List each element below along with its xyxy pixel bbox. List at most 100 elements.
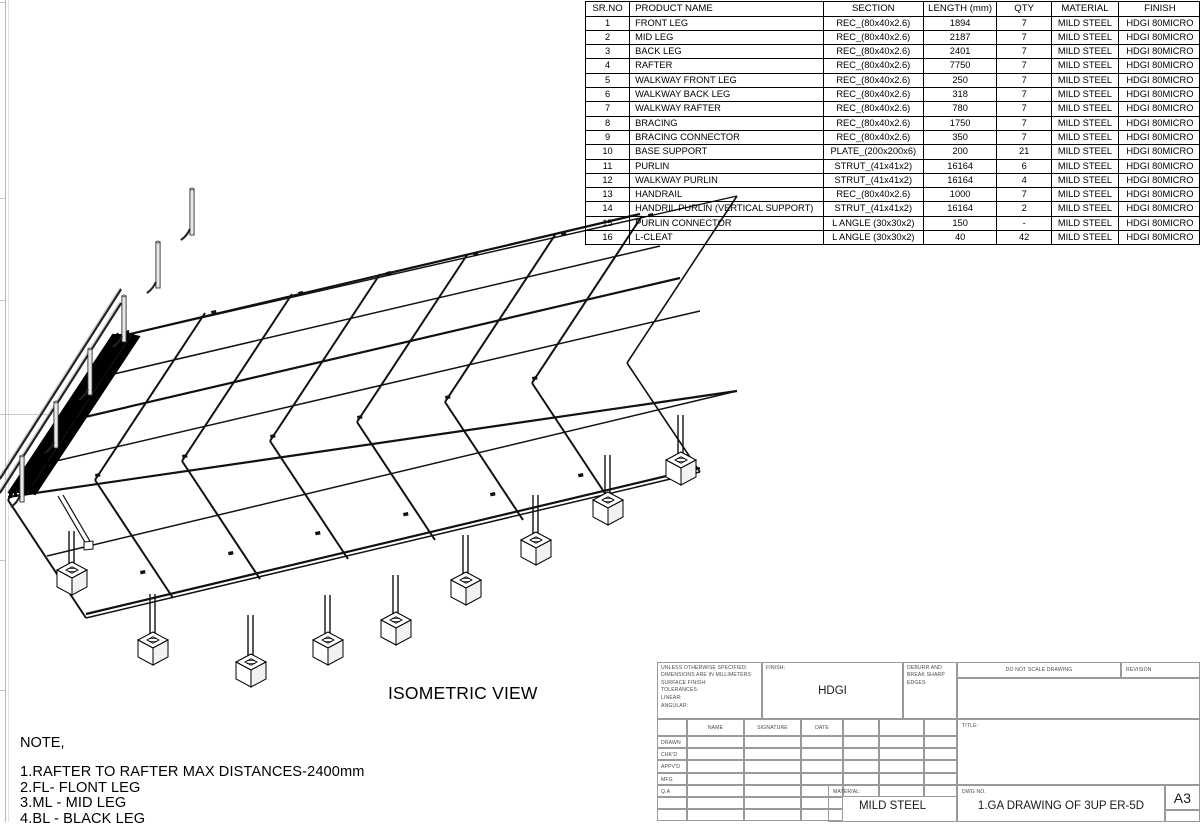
cell-material: MILD STEEL <box>1051 187 1119 203</box>
cell-finish: HDGI 80MICRO <box>1117 115 1200 131</box>
cell-qty: 2 <box>996 201 1053 217</box>
cell-section: REC_(80x40x2.6) <box>822 101 925 117</box>
cell-section: L ANGLE (30x30x2) <box>822 230 925 246</box>
cell-finish: HDGI 80MICRO <box>1117 144 1200 160</box>
tb-signoff-role: APPV'D <box>661 764 681 771</box>
tb-signoff-cell <box>843 748 879 761</box>
cell-section: PLATE_(200x200x6) <box>822 144 925 160</box>
crop-tick <box>0 690 6 691</box>
cell-finish: HDGI 80MICRO <box>1117 172 1200 189</box>
tb-revision-area <box>957 678 1200 719</box>
tb-material-label: MATERIAL: <box>833 788 861 795</box>
cell-section: REC_(80x40x2.6) <box>822 115 925 131</box>
table-header-row: SR.NO PRODUCT NAME SECTION LENGTH (mm) Q… <box>584 1 1200 17</box>
cell-product-name: WALKWAY PURLIN <box>629 172 824 189</box>
cell-finish: HDGI 80MICRO <box>1117 101 1200 117</box>
tb-material-value: MILD STEEL <box>858 800 927 812</box>
cell-product-name: WALKWAY FRONT LEG <box>629 72 824 89</box>
col-header-sr-no: SR.NO <box>584 1 631 17</box>
cell-section: REC_(80x40x2.6) <box>822 187 925 203</box>
tb-finish-label: FINISH: <box>766 664 786 671</box>
cell-qty: 7 <box>996 58 1053 74</box>
sheet-border-line <box>5 0 6 822</box>
sheet-border-line-inner <box>8 0 9 822</box>
cell-section: L ANGLE (30x30x2) <box>822 215 925 232</box>
tb-signoff-cell <box>657 760 687 773</box>
cell-section: STRUT_(41x41x2) <box>822 172 925 189</box>
cell-product-name: FRONT LEG <box>629 15 824 31</box>
note-line: 4.BL - BLACK LEG <box>20 810 146 827</box>
tb-title-label: TITLE: <box>962 722 979 729</box>
tb-signoff-name-header <box>687 719 744 736</box>
cell-material: MILD STEEL <box>1051 144 1119 160</box>
tb-signoff-cell <box>687 736 744 749</box>
cell-material: MILD STEEL <box>1051 58 1119 74</box>
cell-sr-no: 7 <box>584 101 631 117</box>
cell-sr-no: 5 <box>584 72 631 89</box>
tb-signoff-cell <box>744 809 801 822</box>
tb-revision-label: REVISION <box>1126 666 1152 673</box>
tb-signoff-cell <box>657 784 687 797</box>
tb-signoff-cell <box>879 736 924 749</box>
cell-product-name: RAFTER <box>629 58 824 74</box>
cell-section: STRUT_(41x41x2) <box>822 158 925 174</box>
tb-finish-cell <box>762 662 903 719</box>
cell-section: REC_(80x40x2.6) <box>822 15 925 31</box>
tb-signoff-cell <box>657 809 687 822</box>
cell-qty: 7 <box>996 29 1053 46</box>
tb-spec-line: TOLERANCES: <box>661 687 699 694</box>
cell-qty: 6 <box>996 158 1053 174</box>
tb-signoff-cell <box>924 736 957 749</box>
cell-length: 1000 <box>923 187 998 203</box>
col-header-finish: FINISH <box>1117 1 1200 17</box>
tb-signoff-cell <box>744 748 801 761</box>
isometric-structure-svg <box>0 186 738 688</box>
cell-length: 40 <box>923 230 998 246</box>
cell-qty: 7 <box>996 72 1053 89</box>
note-line: 3.ML - MID LEG <box>20 795 127 812</box>
tb-signoff-cell <box>879 748 924 761</box>
tb-deburr-line: BREAK SHARP <box>907 672 945 679</box>
tb-spec-text: UNLESS OTHERWISE SPECIFIED:DIMENSIONS AR… <box>659 663 766 712</box>
cell-product-name: HANDRAIL <box>629 187 824 203</box>
cell-finish: HDGI 80MICRO <box>1117 158 1200 174</box>
cell-length: 350 <box>923 129 998 146</box>
cell-finish: HDGI 80MICRO <box>1117 230 1200 246</box>
cell-sr-no: 1 <box>584 15 631 31</box>
tb-dwg-no-label: DWG NO. <box>962 788 986 795</box>
col-header-qty: QTY <box>996 1 1053 17</box>
tb-signoff-cell <box>843 736 879 749</box>
cell-length: 200 <box>923 144 998 160</box>
tb-signoff-cell <box>801 736 843 749</box>
tb-signoff-cell <box>924 772 957 785</box>
cell-length: 7750 <box>923 58 998 74</box>
cell-sr-no: 14 <box>584 201 631 217</box>
cell-section: REC_(80x40x2.6) <box>822 72 925 89</box>
cell-qty: 21 <box>996 144 1053 160</box>
tb-signoff-cell <box>879 772 924 785</box>
cell-material: MILD STEEL <box>1051 201 1119 217</box>
cell-qty: 7 <box>996 129 1053 146</box>
tb-spec-line: SURFACE FINISH: <box>661 679 707 686</box>
cell-sr-no: 12 <box>584 172 631 189</box>
crop-tick <box>0 2 6 3</box>
title-block: UNLESS OTHERWISE SPECIFIED:DIMENSIONS AR… <box>657 662 1200 822</box>
cell-qty: 42 <box>996 230 1053 246</box>
cell-finish: HDGI 80MICRO <box>1117 29 1200 46</box>
cell-material: MILD STEEL <box>1051 172 1119 189</box>
cell-finish: HDGI 80MICRO <box>1117 44 1200 60</box>
note-line: 1.RAFTER TO RAFTER MAX DISTANCES-2400mm <box>20 764 365 781</box>
tb-signoff-signature-header <box>744 719 801 736</box>
cell-qty: 7 <box>996 44 1053 60</box>
walkway-band <box>7 333 141 498</box>
tb-finish-value: HDGI <box>818 685 847 697</box>
cell-section: REC_(80x40x2.6) <box>822 44 925 60</box>
crop-tick <box>0 300 6 301</box>
col-header-section: SECTION <box>822 1 925 17</box>
tb-signoff-cell <box>924 748 957 761</box>
cell-material: MILD STEEL <box>1051 15 1119 31</box>
bracing <box>57 494 94 551</box>
